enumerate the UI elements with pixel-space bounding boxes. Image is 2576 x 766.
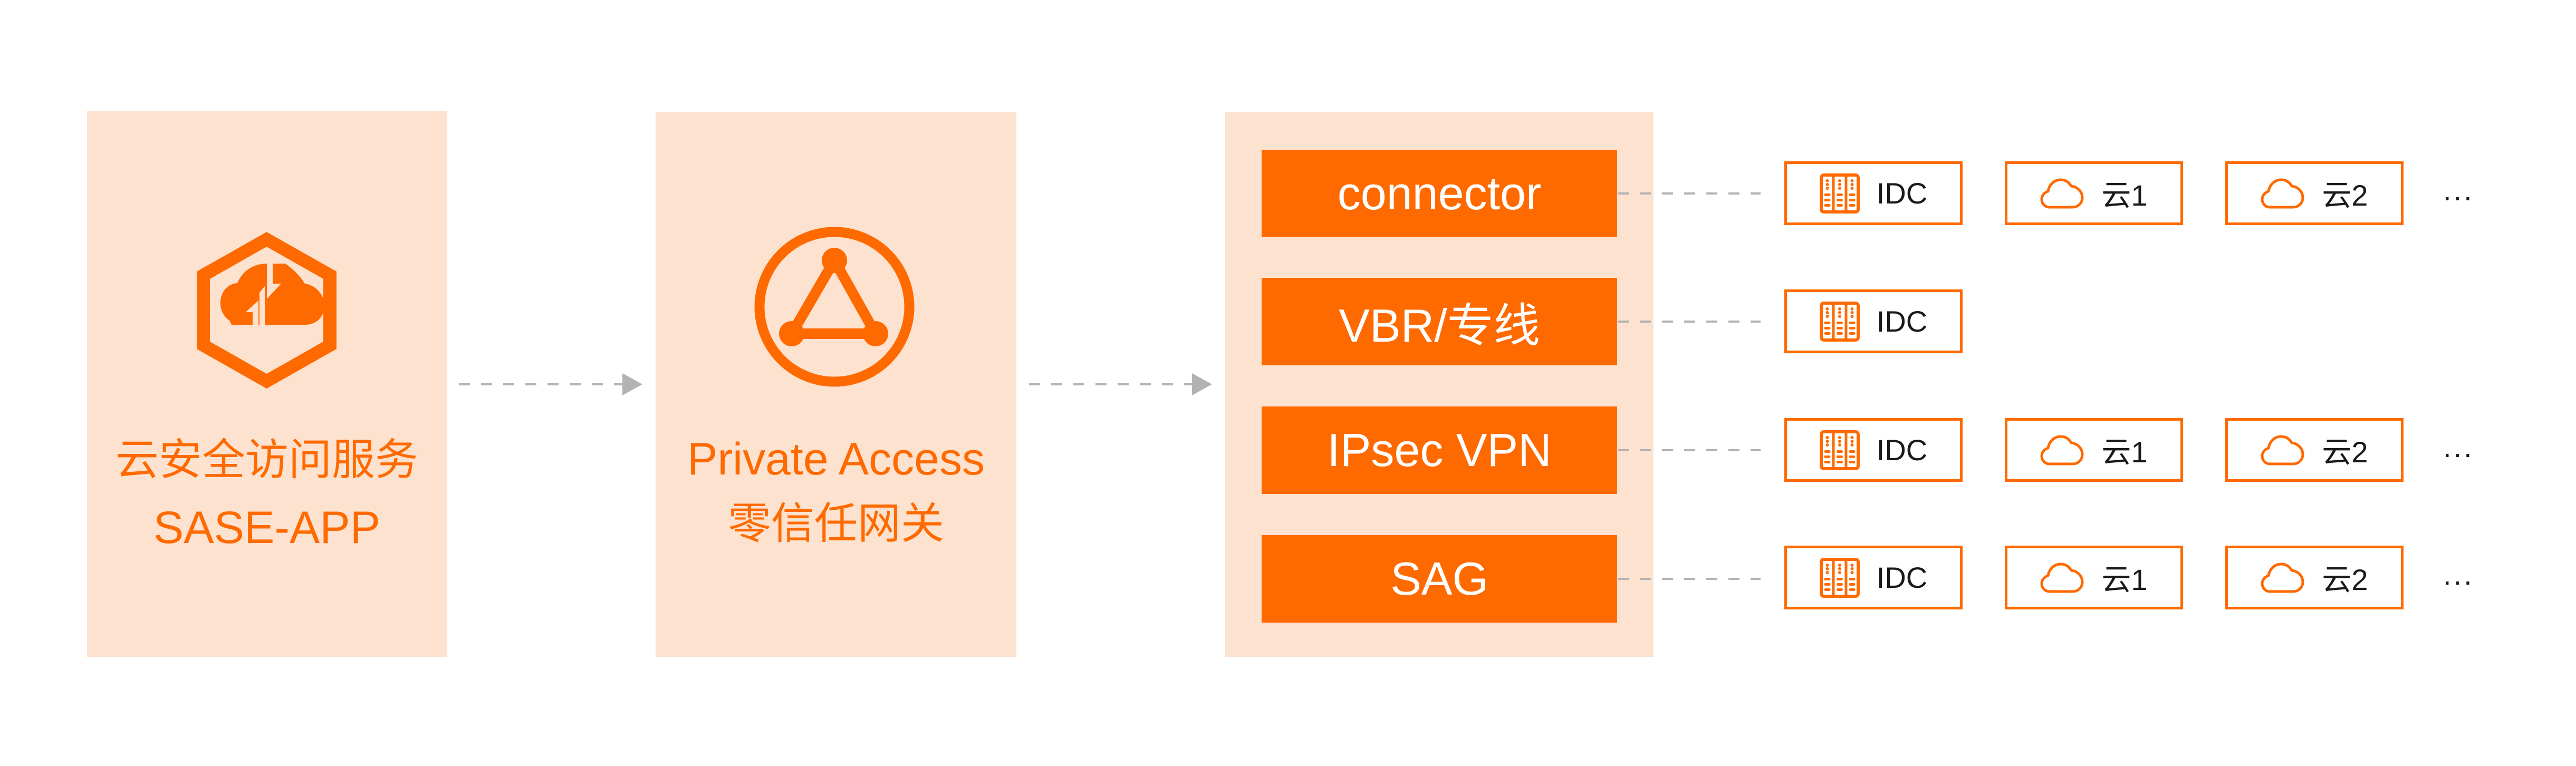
method-connector: connector — [1262, 150, 1617, 237]
target-node: 云2 — [2225, 546, 2404, 609]
more-ellipsis: ... — [2443, 173, 2474, 207]
target-label: IDC — [1876, 561, 1928, 594]
target-node: IDC — [1784, 161, 1963, 225]
target-label: 云1 — [2101, 563, 2148, 596]
target-node: 云1 — [2005, 546, 2183, 609]
target-node: 云1 — [2005, 161, 2183, 225]
target-label: 云1 — [2101, 435, 2148, 469]
arrowhead-icon — [622, 373, 642, 395]
more-ellipsis: ... — [2443, 558, 2474, 591]
target-label: 云2 — [2322, 563, 2368, 596]
target-node: 云2 — [2225, 418, 2404, 482]
target-node: IDC — [1784, 418, 1963, 482]
connection-methods-panel: connector VBR/专线 IPsec VPN SAG — [1225, 112, 1654, 657]
server-rack-icon — [1819, 173, 1860, 214]
target-label: IDC — [1876, 305, 1928, 338]
link-ipsec — [1618, 449, 1761, 451]
private-access-panel: Private Access 零信任网关 — [656, 112, 1016, 657]
sase-app-panel: 云安全访问服务 SASE-APP — [87, 111, 447, 657]
target-label: IDC — [1876, 177, 1928, 210]
server-rack-icon — [1819, 557, 1860, 598]
stage-1-title-cn: 云安全访问服务 — [115, 436, 418, 484]
server-rack-icon — [1819, 430, 1860, 470]
target-node: 云2 — [2225, 161, 2404, 225]
stage-2-title-en: Private Access — [687, 434, 985, 484]
link-sag — [1618, 578, 1761, 580]
stage-2-title-cn: 零信任网关 — [727, 500, 944, 548]
cloud-icon — [2040, 434, 2084, 466]
cloud-icon — [2040, 178, 2084, 209]
server-rack-icon — [1819, 301, 1860, 342]
method-ipsec-vpn: IPsec VPN — [1262, 406, 1617, 494]
target-node: IDC — [1784, 289, 1963, 353]
link-vbr — [1618, 321, 1761, 323]
target-node: 云1 — [2005, 418, 2183, 482]
flow-arrow-2-line — [1029, 383, 1193, 385]
cloud-hexagon-icon — [197, 232, 337, 389]
cloud-icon — [2261, 434, 2305, 466]
flow-arrow-1-line — [459, 383, 623, 385]
link-connector — [1618, 192, 1761, 195]
target-label: IDC — [1876, 433, 1928, 467]
method-vbr-leased-line: VBR/专线 — [1262, 278, 1617, 365]
target-label: 云1 — [2101, 179, 2148, 212]
stage-1-title-en: SASE-APP — [153, 502, 381, 553]
target-label: 云2 — [2322, 179, 2368, 212]
arrowhead-icon — [1192, 373, 1212, 395]
cloud-icon — [2040, 562, 2084, 594]
target-label: 云2 — [2322, 435, 2368, 469]
triangle-network-icon — [754, 227, 915, 387]
more-ellipsis: ... — [2443, 430, 2474, 463]
method-sag: SAG — [1262, 535, 1617, 623]
cloud-icon — [2261, 178, 2305, 209]
target-node: IDC — [1784, 546, 1963, 609]
cloud-icon — [2261, 562, 2305, 594]
